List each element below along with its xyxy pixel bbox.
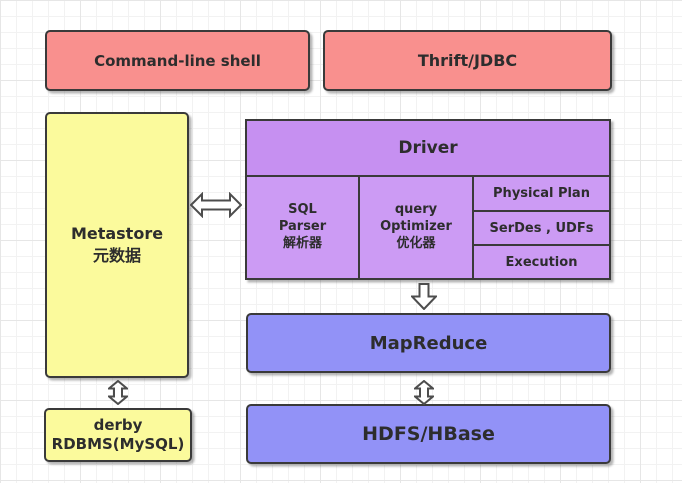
metastore-label-zh: 元数据 [92,246,141,265]
node-serdes-udfs: SerDes , UDFs [474,210,609,244]
derby-line2: RDBMS(MySQL) [51,435,185,453]
node-serdes-udfs-label: SerDes , UDFs [489,220,594,236]
node-physical-plan-label: Physical Plan [493,186,590,201]
node-hdfs-hbase-label: HDFS/HBase [362,423,495,445]
node-thrift-jdbc-label: Thrift/JDBC [417,51,518,70]
node-query-optimizer-label: query Optimizer 优化器 [380,202,452,253]
driver-title-label: Driver [398,138,458,158]
metastore-derby-arrow-icon [108,380,128,405]
driver-right-column: Physical Plan SerDes , UDFs Execution [474,175,609,278]
derby-line1: derby [93,416,143,435]
node-thrift-jdbc: Thrift/JDBC [323,30,612,91]
node-sql-parser: SQL Parser 解析器 [247,175,360,278]
node-mapreduce: MapReduce [246,313,611,373]
mapreduce-hdfs-arrow-icon [414,380,434,405]
sql-parser-line3: 解析器 [282,235,322,251]
node-metastore: Metastore 元数据 [45,112,189,378]
node-sql-parser-label: SQL Parser 解析器 [279,202,326,253]
node-mapreduce-label: MapReduce [369,332,488,354]
sql-parser-line1: SQL [288,202,317,218]
node-command-line-shell-label: Command-line shell [94,51,261,70]
node-query-optimizer: query Optimizer 优化器 [360,175,474,278]
driver-body: SQL Parser 解析器 query Optimizer 优化器 Physi… [247,175,609,278]
query-optimizer-line1: query [394,202,438,218]
node-hdfs-hbase: HDFS/HBase [246,404,611,464]
metastore-label-en: Metastore [70,224,164,244]
node-metastore-label: Metastore 元数据 [71,223,163,266]
metastore-driver-arrow-icon [190,192,242,218]
driver-title: Driver [247,121,609,175]
node-driver: Driver SQL Parser 解析器 query Optimizer 优化… [245,119,611,280]
node-execution-label: Execution [505,254,578,270]
node-derby-rdbms-label: derby RDBMS(MySQL) [52,416,185,454]
driver-mapreduce-arrow-icon [411,283,437,310]
sql-parser-line2: Parser [278,219,327,235]
node-derby-rdbms: derby RDBMS(MySQL) [44,408,192,462]
node-execution: Execution [474,244,609,278]
query-optimizer-line3: 优化器 [396,235,436,251]
query-optimizer-line2: Optimizer [380,219,452,235]
node-physical-plan: Physical Plan [474,177,609,210]
node-command-line-shell: Command-line shell [45,30,310,91]
